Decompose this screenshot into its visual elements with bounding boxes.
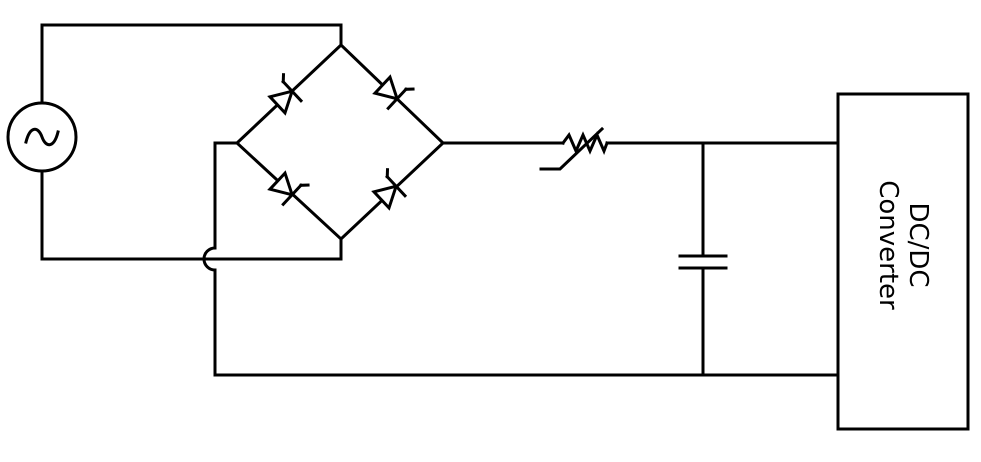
diode-top-right-icon — [372, 74, 415, 111]
converter-label-line-1: DC/DC — [903, 202, 933, 288]
thermistor-icon — [539, 126, 609, 171]
diode-bottom-right-icon — [371, 168, 408, 211]
negative-return-wire — [202, 141, 840, 377]
diode-bottom-left-icon — [267, 170, 310, 207]
dc-dc-converter-label: DC/DC Converter — [873, 180, 933, 310]
converter-label-line-2: Converter — [873, 180, 903, 310]
ac-source-icon — [6, 101, 78, 173]
diode-bridge — [234, 42, 446, 242]
capacitor-icon — [678, 141, 728, 377]
ac-source-loop-wires — [40, 23, 343, 261]
dc-dc-converter-block — [836, 92, 970, 431]
diode-top-left-icon — [267, 73, 304, 116]
